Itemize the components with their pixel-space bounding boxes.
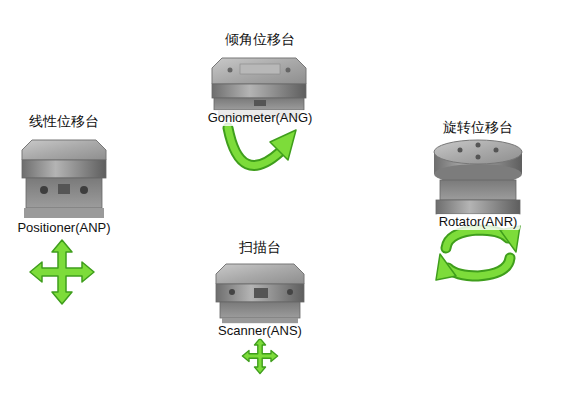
product-stage: 扫描台 Scanner(ANS) bbox=[200, 238, 320, 339]
product-stage: 倾角位移台 Goniometer(ANG) bbox=[200, 30, 320, 126]
stage-heading: 扫描台 bbox=[239, 238, 281, 256]
stage-heading: 旋转位移台 bbox=[443, 118, 513, 136]
stage-label: Positioner(ANP) bbox=[14, 220, 113, 236]
xy-arrow bbox=[30, 240, 94, 304]
tilt-arrow bbox=[228, 128, 296, 166]
stage-label: Rotator(ANR) bbox=[436, 214, 521, 230]
stage-heading: 倾角位移台 bbox=[225, 30, 295, 48]
goniometer-photo bbox=[212, 58, 306, 118]
scanner-photo bbox=[216, 264, 304, 324]
product-stage: 旋转位移台 Rotator(ANR) bbox=[418, 118, 538, 230]
positioner-photo bbox=[22, 140, 106, 218]
product-stage: 线性位移台 Positioner(ANP) bbox=[4, 112, 124, 236]
rotator-photo bbox=[434, 140, 522, 214]
stage-label: Scanner(ANS) bbox=[215, 323, 305, 339]
stage-heading: 线性位移台 bbox=[29, 112, 99, 130]
stage-label: Goniometer(ANG) bbox=[205, 110, 316, 126]
scan-arrow bbox=[242, 338, 277, 373]
rotation-arrow bbox=[436, 226, 520, 280]
